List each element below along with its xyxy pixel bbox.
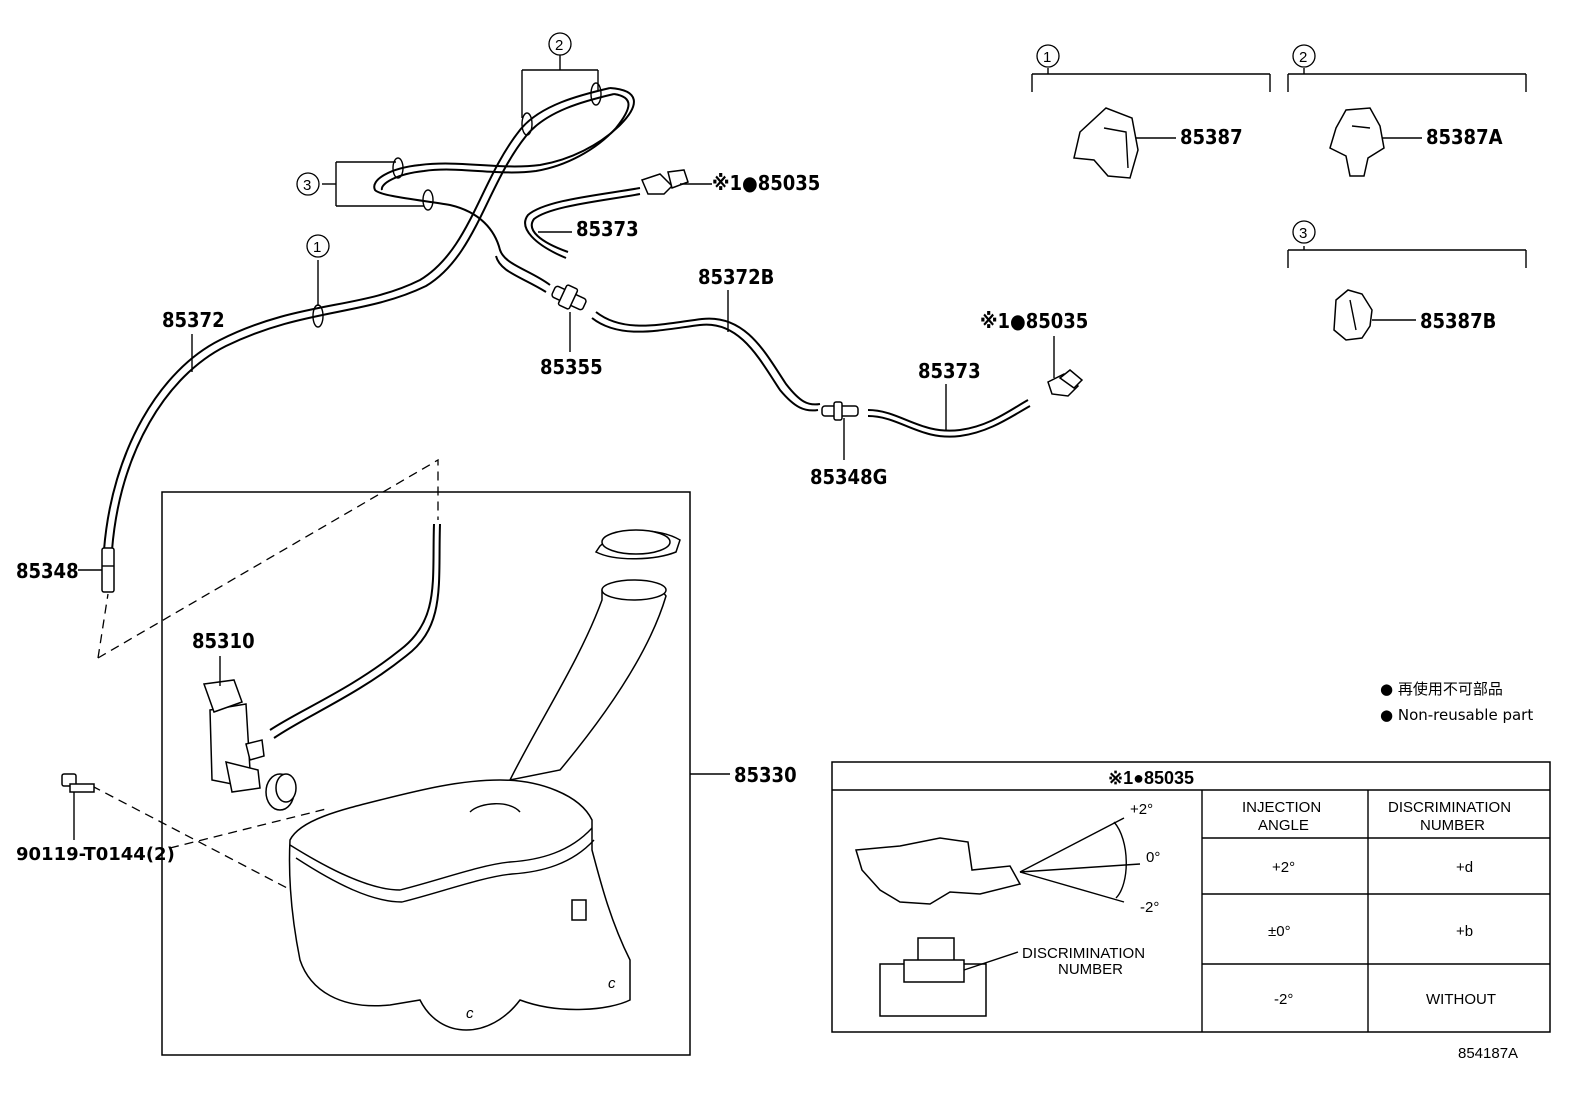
legend-ja: ● 再使用不可部品	[1380, 680, 1503, 698]
part-numbers: 85372 85373 ※1●85035 85355 85372B ※1●850…	[16, 125, 1503, 865]
legend: ● 再使用不可部品 ● Non-reusable part	[1380, 680, 1533, 724]
label-85373-mid: 85373	[918, 359, 981, 383]
label-85373-top: 85373	[576, 217, 639, 241]
callout-circles: 2 3 1 1 2 3	[296, 32, 1316, 258]
label-85387B: 85387B	[1420, 309, 1496, 333]
label-85372: 85372	[162, 308, 225, 332]
row2-angle: ±0°	[1268, 923, 1291, 940]
svg-text:c: c	[466, 1005, 474, 1022]
label-85372B: 85372B	[698, 265, 774, 289]
callout-2: 2	[555, 37, 563, 54]
label-90119: 90119-T0144(2)	[16, 844, 175, 865]
hose-clips	[312, 82, 602, 328]
tank-cap-icon	[594, 529, 681, 560]
row1-number: +d	[1456, 859, 1473, 876]
hose-85372	[103, 87, 635, 551]
row2-number: +b	[1456, 923, 1473, 940]
label-85035-mid: ※1●85035	[980, 309, 1088, 333]
figure-id: 854187A	[1458, 1045, 1518, 1062]
angle-0: 0°	[1146, 849, 1160, 866]
callout-1: 1	[313, 239, 321, 256]
nozzle-mid-icon	[1047, 369, 1084, 397]
hose-85372B	[591, 311, 821, 412]
connector-85355-icon	[551, 284, 587, 311]
row3-number: WITHOUT	[1426, 991, 1496, 1008]
clip-85387-icon	[1073, 107, 1139, 179]
callout-3: 3	[303, 177, 311, 194]
angle-minus2: -2°	[1140, 899, 1159, 916]
pump-tube	[269, 523, 441, 739]
callout-2-right: 2	[1299, 49, 1307, 66]
row3-angle: -2°	[1274, 991, 1293, 1008]
header-number: NUMBER	[1420, 817, 1485, 834]
callout-3-right: 3	[1299, 225, 1307, 242]
label-85310: 85310	[192, 629, 255, 653]
nozzle-detail-icon	[855, 837, 1022, 905]
label-85348G: 85348G	[810, 465, 887, 489]
callout-1-right: 1	[1043, 49, 1051, 66]
clip-85387B-icon	[1333, 289, 1373, 341]
filler-neck-icon	[508, 579, 667, 782]
connector-85348-icon	[101, 547, 115, 593]
clip-85387A-icon	[1329, 107, 1385, 177]
disc-label-a: DISCRIMINATION	[1022, 945, 1145, 962]
nozzle-top-icon	[640, 169, 689, 195]
label-85387: 85387	[1180, 125, 1243, 149]
header-angle: ANGLE	[1258, 817, 1309, 834]
table-title: ※1●85035	[1108, 768, 1194, 788]
connector-85348G-icon	[821, 401, 859, 421]
svg-text:c: c	[608, 975, 616, 992]
bolt-90119-icon	[61, 773, 95, 793]
label-85035-top: ※1●85035	[712, 171, 820, 195]
header-injection: INJECTION	[1242, 799, 1321, 816]
pump-85310-icon	[202, 679, 297, 811]
label-85355: 85355	[540, 355, 603, 379]
leader-lines	[73, 54, 1527, 840]
hose-85373-top	[524, 187, 641, 259]
label-85387A: 85387A	[1426, 125, 1503, 149]
legend-en: ● Non-reusable part	[1380, 706, 1533, 724]
header-discrimination: DISCRIMINATION	[1388, 799, 1511, 816]
disc-label-b: NUMBER	[1058, 961, 1123, 978]
injection-angle-table	[831, 761, 1551, 1033]
label-85348: 85348	[16, 559, 79, 583]
washer-tank-icon: c c	[288, 779, 631, 1031]
row1-angle: +2°	[1272, 859, 1295, 876]
table-text: ※1●85035 INJECTION ANGLE DISCRIMINATION …	[1022, 768, 1511, 1008]
guide-lines	[91, 458, 439, 901]
angle-plus2: +2°	[1130, 801, 1153, 818]
hose-85373-mid	[867, 399, 1031, 438]
label-85330: 85330	[734, 763, 797, 787]
